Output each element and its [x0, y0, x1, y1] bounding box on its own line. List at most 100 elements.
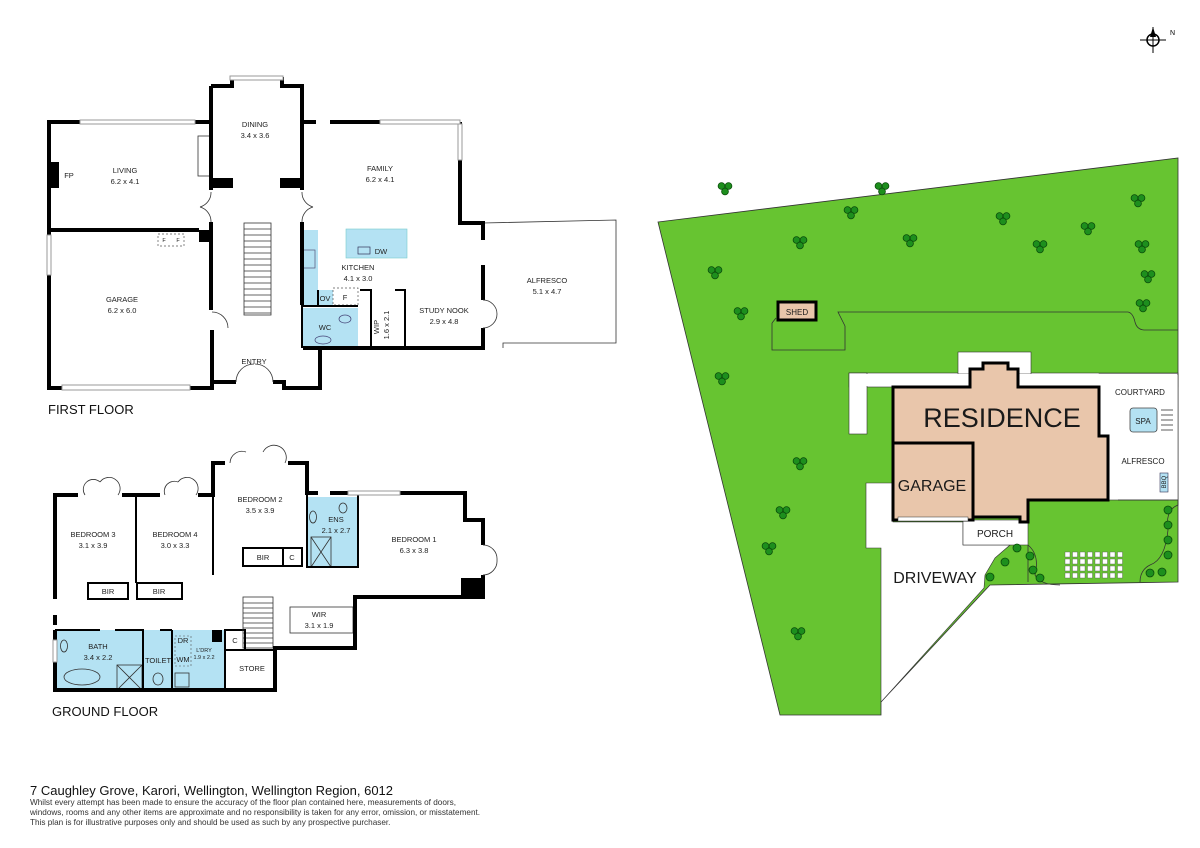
garden-bed [1109, 558, 1116, 565]
tree-icon [768, 542, 777, 550]
tree-icon [799, 457, 808, 465]
room-size-bath: 3.4 x 2.2 [84, 653, 113, 662]
room-size-laundry: 1.9 x 2.2 [193, 655, 214, 661]
window [229, 75, 284, 81]
tree-icon [799, 236, 808, 244]
room-size-dining: 3.4 x 3.6 [241, 131, 270, 140]
shed-building [776, 300, 818, 322]
door-swings [199, 191, 498, 383]
garden-bed [1064, 551, 1071, 558]
tree-icon [1141, 240, 1150, 248]
fireplace-icon [51, 162, 59, 188]
room-name-bath: BATH [88, 642, 107, 651]
shrub-icon [1163, 535, 1173, 545]
trees [707, 182, 1173, 641]
cupboard-label: C [232, 636, 238, 645]
room-size-kitchen: 4.1 x 3.0 [344, 274, 373, 283]
garden-bed [1079, 572, 1086, 579]
bathtub-icon [63, 668, 101, 686]
tree-icon [718, 377, 726, 386]
cupboard [282, 547, 303, 567]
garden-bed [1087, 558, 1093, 565]
room-size-garage: 6.2 x 6.0 [108, 306, 137, 315]
garden-bed [1117, 558, 1123, 565]
garage-door [897, 516, 969, 522]
french-doors [82, 444, 498, 576]
tree-icon [740, 307, 749, 315]
garden-bed [1064, 572, 1071, 579]
tree-icon [1087, 222, 1096, 230]
garden-path [771, 311, 1178, 351]
first-floor-title: FIRST FLOOR [48, 402, 134, 417]
tree-icon [1144, 275, 1152, 284]
room-name-wir: WIR [312, 610, 327, 619]
steps [1161, 409, 1173, 431]
spa-label: SPA [1135, 417, 1151, 426]
staircase [243, 222, 272, 316]
garage-door [61, 384, 191, 391]
room-size-living: 6.2 x 4.1 [111, 177, 140, 186]
dishwasher-icon [357, 246, 371, 255]
fireplace-label: FP [64, 171, 74, 180]
garage-fridges [157, 233, 185, 247]
shrub-icon [1035, 573, 1045, 583]
garden-bed [1102, 551, 1108, 558]
room-name-ensuite: ENS [328, 515, 343, 524]
garden-bed [1079, 551, 1086, 558]
compass-north-label: N [1170, 30, 1175, 37]
spa-icon [1129, 407, 1158, 433]
shrub-icon [1025, 551, 1035, 561]
disclaimer-line: windows, rooms and any other items are a… [30, 808, 481, 817]
garden-bed [1094, 572, 1101, 579]
ground-floor-title: GROUND FLOOR [52, 704, 158, 719]
vegetable-garden [1064, 551, 1123, 579]
laundry-tub-icon [174, 672, 190, 688]
garden-bed [1087, 565, 1093, 572]
tree-icon [796, 462, 804, 471]
room-size-ensuite: 2.1 x 2.7 [322, 526, 351, 535]
tree-icon [1002, 212, 1011, 220]
oven-unit [318, 290, 333, 305]
tree-icon [765, 547, 773, 556]
courtyard-label: COURTYARD [1115, 388, 1165, 397]
tree-icon [999, 217, 1007, 226]
garden-bed [1072, 558, 1078, 565]
shrub-icon [1157, 567, 1167, 577]
built-in-robe [136, 582, 183, 600]
tree-icon [714, 266, 723, 274]
tree-icon [906, 239, 914, 248]
garden-bed [1117, 572, 1123, 579]
room-name-entry: ENTRY [241, 357, 266, 366]
window [79, 119, 196, 125]
column [199, 230, 212, 242]
garden-bed [1072, 565, 1078, 572]
room-name-study-nook: STUDY NOOK [419, 306, 468, 315]
room-name-living: LIVING [113, 166, 138, 175]
garden-bed [1109, 565, 1116, 572]
tree-icon [1139, 304, 1147, 313]
garden-bed [1102, 558, 1108, 565]
dishwasher-label: DW [375, 247, 388, 256]
room-name-wip: WIP [372, 320, 381, 334]
column [280, 178, 302, 188]
wall [301, 226, 406, 348]
fridge-label: F [343, 293, 348, 302]
tree-icon [1137, 194, 1146, 202]
room-name-bedroom4: BEDROOM 4 [152, 530, 197, 539]
kitchen-island [345, 228, 408, 259]
garden-bed [1102, 565, 1108, 572]
site-plan: SHED RESIDENCE GARAGE COURTYARD SPA ALFR… [657, 157, 1179, 716]
interior-wall [55, 463, 359, 690]
porch-label: PORCH [977, 529, 1013, 540]
shower-cross [116, 536, 332, 691]
garage-fridge-label: F [162, 238, 166, 244]
room-name-wc: WC [319, 323, 332, 332]
residence-label: RESIDENCE [923, 403, 1081, 433]
room-size-wir: 3.1 x 1.9 [305, 621, 334, 630]
garden-bed [1087, 572, 1093, 579]
garden-bed [1072, 551, 1078, 558]
room-name-bedroom3: BEDROOM 3 [70, 530, 115, 539]
tree-icon [1134, 199, 1142, 208]
porch-area [962, 519, 1029, 546]
